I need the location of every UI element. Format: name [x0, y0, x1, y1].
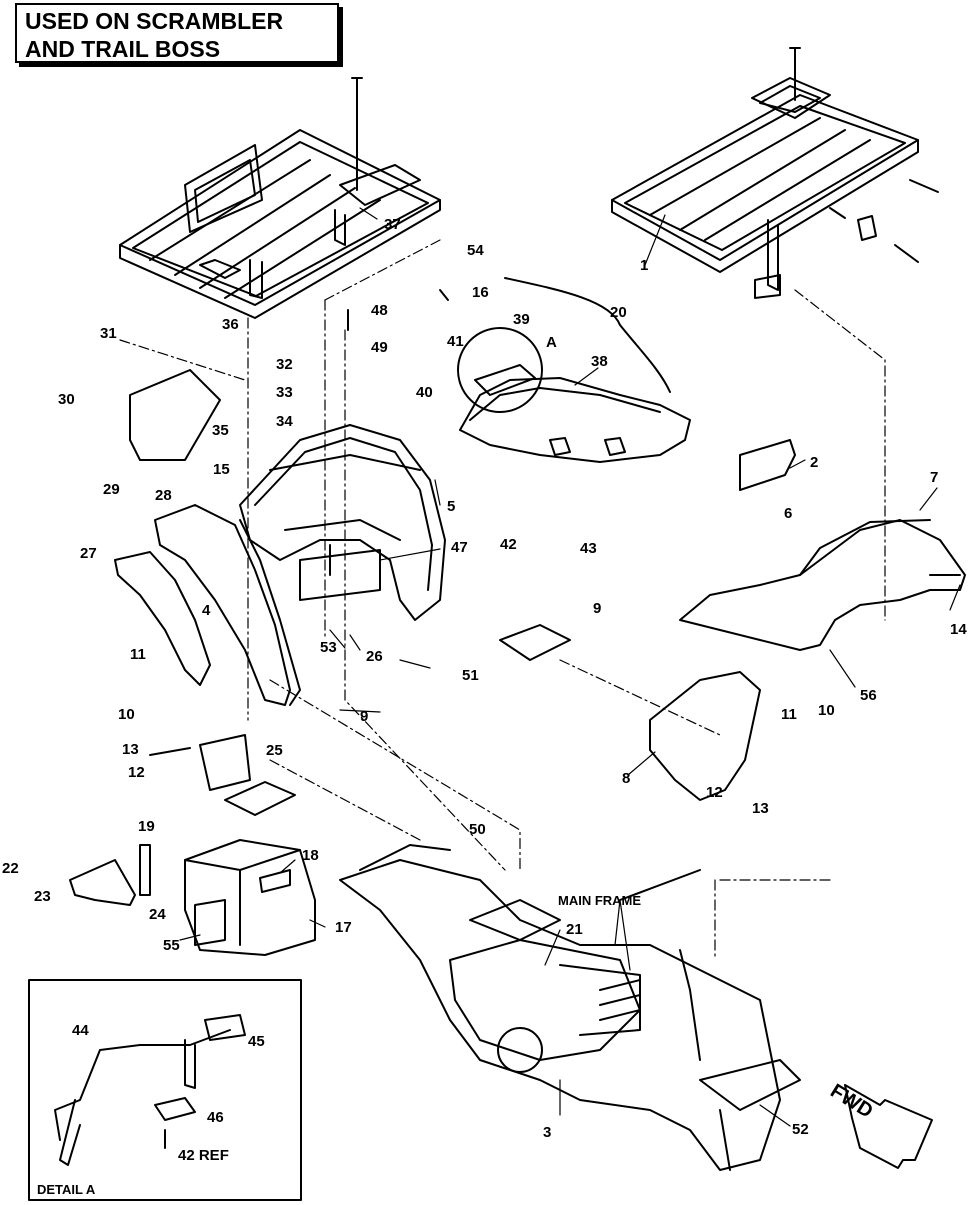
callout-33: 33 — [276, 384, 293, 401]
callout-7: 7 — [930, 469, 939, 486]
callout-2: 2 — [810, 454, 819, 471]
seat — [457, 327, 691, 463]
callout-47: 47 — [451, 539, 468, 556]
detail-a-box — [28, 979, 302, 1201]
callout-38: 38 — [591, 353, 608, 370]
callout-10-rear: 10 — [118, 706, 135, 723]
detail-a-label: DETAIL A — [37, 1182, 96, 1197]
callout-12-front: 12 — [706, 784, 723, 801]
callout-a: A — [546, 334, 557, 351]
callout-27: 27 — [80, 545, 97, 562]
callout-13-rear: 13 — [122, 741, 139, 758]
callout-37: 37 — [384, 216, 401, 233]
callout-55: 55 — [163, 937, 180, 954]
callout-9-rear: 9 — [360, 708, 369, 725]
callout-50: 50 — [469, 821, 486, 838]
footrests — [224, 624, 571, 816]
callout-11-rear: 11 — [130, 646, 146, 663]
callout-54: 54 — [467, 242, 484, 259]
callout-3: 3 — [543, 1124, 552, 1141]
callout-46: 46 — [207, 1109, 224, 1126]
callout-40: 40 — [416, 384, 433, 401]
callout-34: 34 — [276, 413, 293, 430]
rack-bolts — [347, 47, 801, 331]
callout-10-front: 10 — [818, 702, 835, 719]
brackets — [69, 369, 251, 906]
callout-51: 51 — [462, 667, 479, 684]
front-rack — [611, 77, 939, 299]
callout-26: 26 — [366, 648, 383, 665]
callout-35: 35 — [212, 422, 229, 439]
callout-44: 44 — [72, 1022, 89, 1039]
fwd-arrow — [844, 1084, 933, 1169]
main-frame-label: MAIN FRAME — [558, 893, 642, 908]
callout-13-front: 13 — [752, 800, 769, 817]
callout-41: 41 — [447, 333, 464, 350]
callout-30: 30 — [58, 391, 75, 408]
callout-20: 20 — [610, 304, 627, 321]
main-frame — [339, 844, 801, 1171]
callout-49: 49 — [371, 339, 388, 356]
callout-17: 17 — [335, 919, 352, 936]
rear-fender — [239, 424, 446, 621]
callout-32: 32 — [276, 356, 293, 373]
callout-36: 36 — [222, 316, 239, 333]
callout-56: 56 — [860, 687, 877, 704]
storage-box — [184, 839, 316, 956]
callout-53: 53 — [320, 639, 337, 656]
title-line-1: USED ON SCRAMBLER — [25, 8, 284, 34]
callout-19: 19 — [138, 818, 155, 835]
callout-29: 29 — [103, 481, 120, 498]
callout-22: 22 — [2, 860, 19, 877]
callout-24: 24 — [149, 906, 166, 923]
callout-39: 39 — [513, 311, 530, 328]
ref-label: 42 REF — [178, 1147, 229, 1164]
callout-12-rear: 12 — [128, 764, 145, 781]
title-line-2: AND TRAIL BOSS — [25, 36, 221, 62]
rear-rack — [119, 129, 441, 319]
callout-11-front: 11 — [781, 706, 797, 723]
callout-43: 43 — [580, 540, 597, 557]
callout-48: 48 — [371, 302, 388, 319]
callout-21: 21 — [566, 921, 583, 938]
callout-31: 31 — [100, 325, 117, 342]
callout-5: 5 — [447, 498, 456, 515]
front-fender — [649, 439, 966, 801]
callout-18: 18 — [302, 847, 319, 864]
callout-8: 8 — [622, 770, 631, 787]
callout-23: 23 — [34, 888, 51, 905]
title-box: USED ON SCRAMBLER AND TRAIL BOSS — [15, 3, 339, 63]
callout-leaders — [179, 207, 961, 1127]
callout-14: 14 — [950, 621, 967, 638]
callout-52: 52 — [792, 1121, 809, 1138]
leader-lines — [119, 239, 886, 961]
callout-1: 1 — [640, 257, 649, 274]
callout-28: 28 — [155, 487, 172, 504]
callout-9-front: 9 — [593, 600, 602, 617]
callout-25: 25 — [266, 742, 283, 759]
callout-45: 45 — [248, 1033, 265, 1050]
callout-15: 15 — [213, 461, 230, 478]
callout-6: 6 — [784, 505, 793, 522]
splash-panels — [114, 504, 301, 706]
callout-42: 42 — [500, 536, 517, 553]
callout-4: 4 — [202, 602, 211, 619]
callout-16: 16 — [472, 284, 489, 301]
seat-strap — [504, 277, 671, 393]
